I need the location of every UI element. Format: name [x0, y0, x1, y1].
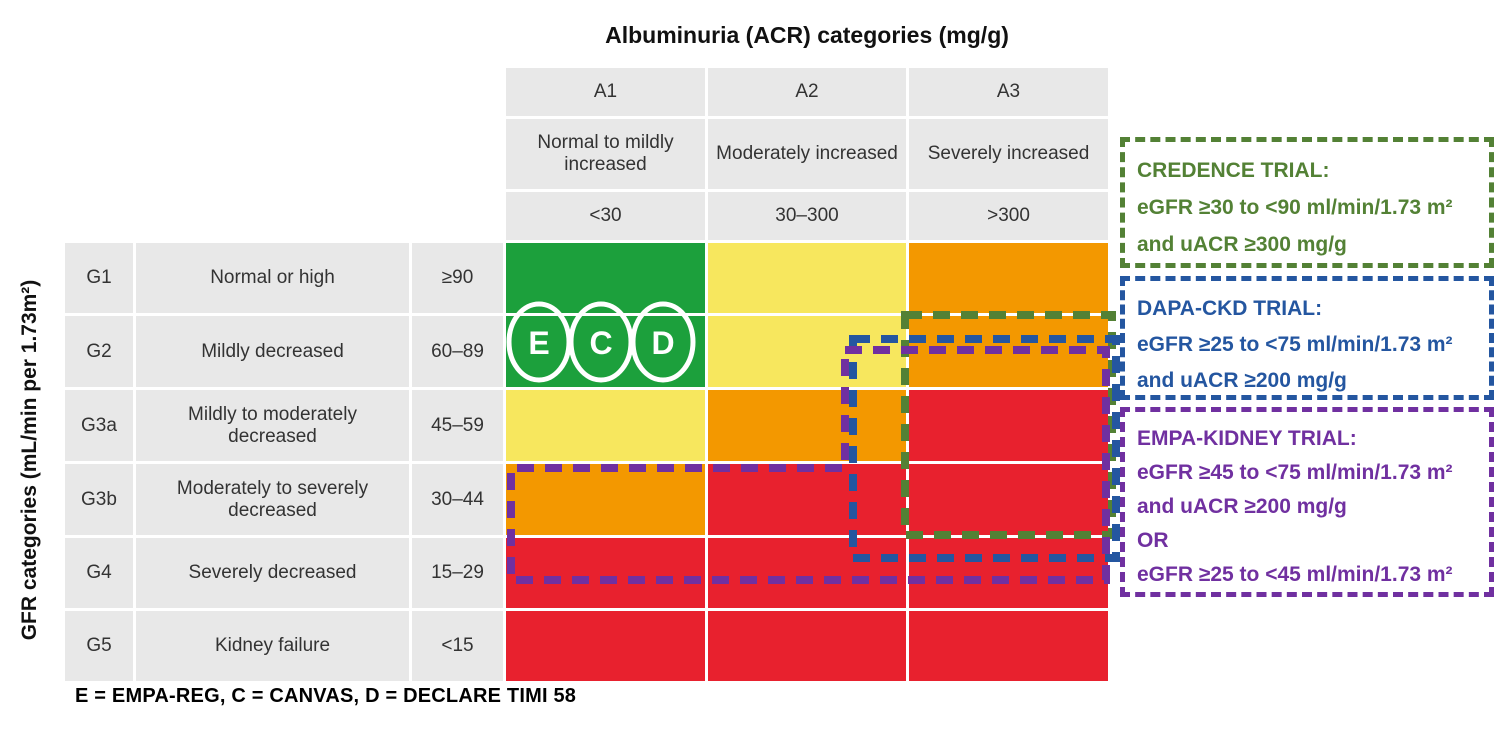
- gfr-row-g4-label: Severely decreased: [136, 538, 409, 608]
- empa-legend-line: OR: [1137, 529, 1169, 552]
- empa-legend-title: EMPA-KIDNEY TRIAL:: [1137, 427, 1357, 450]
- gfr-row-g1-code: G1: [65, 243, 133, 313]
- dapa-legend-line: and uACR ≥200 mg/g: [1137, 369, 1347, 392]
- empa-legend-line: and uACR ≥200 mg/g: [1137, 495, 1347, 518]
- empa-legend-line: eGFR ≥45 to <75 ml/min/1.73 m²: [1137, 461, 1453, 484]
- circle-letter-c: C: [589, 325, 612, 361]
- gfr-row-g3a-range: 45–59: [412, 390, 503, 461]
- gfr-row-g4-range: 15–29: [412, 538, 503, 608]
- trial-overlay-empa-kidney: [507, 346, 1110, 584]
- matrix-cell-g2-a1: [506, 316, 705, 387]
- acr-col-a2-code: A2: [708, 68, 906, 116]
- credence-legend-box: CREDENCE TRIAL: eGFR ≥30 to <90 ml/min/1…: [1120, 137, 1494, 268]
- matrix-cell-g5-a1: [506, 611, 705, 681]
- gfr-row-g2-range: 60–89: [412, 316, 503, 387]
- credence-legend-line: eGFR ≥30 to <90 ml/min/1.73 m²: [1137, 196, 1453, 219]
- gfr-row-g3b-range: 30–44: [412, 464, 503, 535]
- circle-letter-d: D: [651, 325, 674, 361]
- matrix-cell-g5-a2: [708, 611, 906, 681]
- dapa-legend-title: DAPA-CKD TRIAL:: [1137, 297, 1323, 320]
- gfr-row-g2-code: G2: [65, 316, 133, 387]
- circle-key-footnote: E = EMPA-REG, C = CANVAS, D = DECLARE TI…: [75, 685, 577, 707]
- gfr-row-g1-range: ≥90: [412, 243, 503, 313]
- gfr-row-g5-label: Kidney failure: [136, 611, 409, 681]
- acr-col-a3-range: >300: [909, 192, 1108, 240]
- acr-col-a1-label: Normal to mildly increased: [506, 119, 705, 189]
- matrix-cell-g5-a3: [909, 611, 1108, 681]
- gfr-row-g3a-label: Mildly to moderately decreased: [136, 390, 409, 461]
- matrix-cell-g3b-a3: [909, 464, 1108, 535]
- gfr-row-g3b-label: Moderately to severely decreased: [136, 464, 409, 535]
- gfr-row-g5-range: <15: [412, 611, 503, 681]
- gfr-row-g1-label: Normal or high: [136, 243, 409, 313]
- credence-legend-title: CREDENCE TRIAL:: [1137, 159, 1330, 182]
- matrix-cell-g3a-a1: [506, 390, 705, 461]
- gfr-row-g2-label: Mildly decreased: [136, 316, 409, 387]
- acr-col-a2-label: Moderately increased: [708, 119, 906, 189]
- matrix-cell-g1-a1: [506, 243, 705, 313]
- empa-legend-line: eGFR ≥25 to <45 ml/min/1.73 m²: [1137, 563, 1453, 586]
- matrix-cell-g4-a3: [909, 538, 1108, 608]
- gfr-row-g5-code: G5: [65, 611, 133, 681]
- gfr-row-g3b-code: G3b: [65, 464, 133, 535]
- declare-circle: [630, 301, 696, 383]
- matrix-cell-g3b-a2: [708, 464, 906, 535]
- chart-title: Albuminuria (ACR) categories (mg/g): [605, 22, 1009, 48]
- acr-col-a3-code: A3: [909, 68, 1108, 116]
- matrix-cell-g1-a3: [909, 243, 1108, 313]
- matrix-cell-g3a-a2: [708, 390, 906, 461]
- circle-letter-e: E: [528, 325, 549, 361]
- credence-legend-line: and uACR ≥300 mg/g: [1137, 233, 1347, 256]
- acr-col-a1-code: A1: [506, 68, 705, 116]
- dapa-legend-line: eGFR ≥25 to <75 ml/min/1.73 m²: [1137, 333, 1453, 356]
- trial-overlay-dapa-ckd: [849, 335, 1120, 562]
- gfr-row-g3a-code: G3a: [65, 390, 133, 461]
- matrix-cell-g3a-a3: [909, 390, 1108, 461]
- dapa-ckd-legend-box: DAPA-CKD TRIAL: eGFR ≥25 to <75 ml/min/1…: [1120, 276, 1494, 400]
- acr-col-a1-range: <30: [506, 192, 705, 240]
- matrix-cell-g3b-a1: [506, 464, 705, 535]
- matrix-cell-g4-a1: [506, 538, 705, 608]
- acr-col-a3-label: Severely increased: [909, 119, 1108, 189]
- matrix-cell-g1-a2: [708, 243, 906, 313]
- empa-kidney-legend-box: EMPA-KIDNEY TRIAL: eGFR ≥45 to <75 ml/mi…: [1120, 407, 1494, 597]
- gfr-row-g4-code: G4: [65, 538, 133, 608]
- matrix-cell-g4-a2: [708, 538, 906, 608]
- acr-col-a2-range: 30–300: [708, 192, 906, 240]
